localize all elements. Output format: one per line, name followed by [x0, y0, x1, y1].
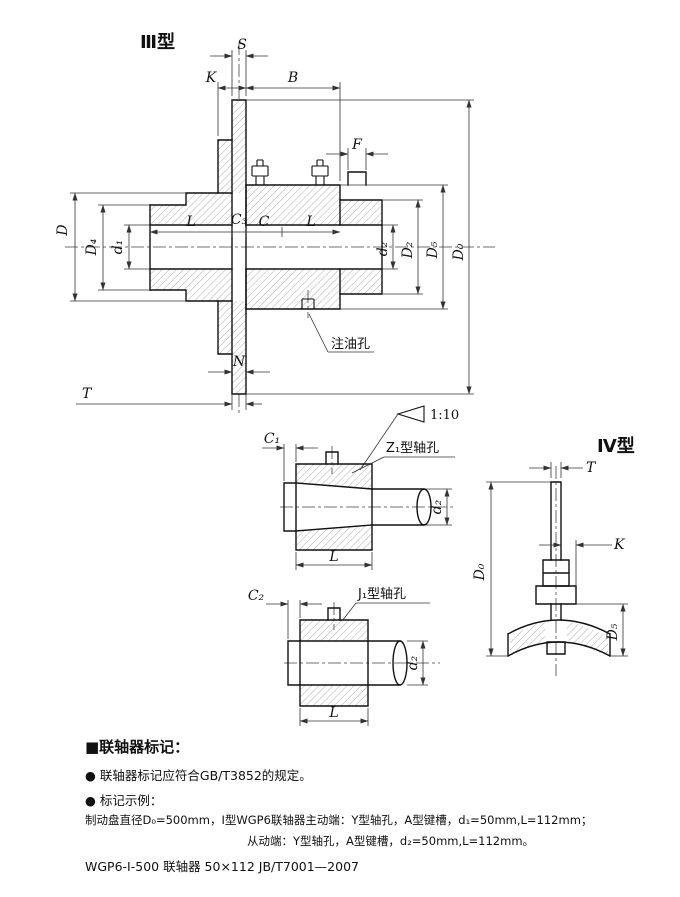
- j1-outline: [287, 607, 408, 707]
- dim-label-l-left: L: [185, 214, 195, 230]
- dim-label-d2-z1: d₂: [429, 499, 445, 514]
- dim-label-c3: C₃: [231, 212, 248, 228]
- dim-label-t-iv: T: [586, 460, 597, 476]
- view-type4: Ⅳ型 T K D₀ D₅: [472, 435, 635, 676]
- type4-dimensions: [486, 462, 628, 657]
- z1-view-label: Z₁型轴孔: [386, 441, 439, 456]
- dim-label-k: K: [205, 70, 218, 86]
- dim-label-d2-main: d₂: [375, 241, 391, 256]
- view-type3: Ⅲ型 S K B F D D₄ d₁ L C₃ C L d₂ D₂ D₅ D₀ …: [55, 31, 495, 415]
- dim-label-d5-main: D₅: [425, 241, 441, 259]
- z1-hatching: [296, 464, 372, 550]
- dim-label-l-j1: L: [328, 705, 338, 721]
- j1-dimensions: [266, 600, 430, 726]
- notes-example-bullet: ● 标记示例：: [85, 793, 163, 808]
- notes-standard-bullet: ● 联轴器标记应符合GB/T3852的规定。: [85, 768, 312, 783]
- type3-bolts: [251, 159, 329, 185]
- dim-label-l-right: L: [305, 214, 315, 230]
- dim-label-b: B: [287, 70, 298, 86]
- view-label-type3: Ⅲ型: [140, 31, 175, 53]
- dim-label-n: N: [232, 354, 246, 370]
- dim-label-d1: d₁: [110, 240, 126, 255]
- type3-dimensions: [70, 50, 474, 410]
- j1-hatching: [300, 620, 368, 706]
- type3-centerlines: [65, 42, 495, 415]
- dim-label-d2-j1: d₂: [405, 655, 421, 670]
- dim-label-c: C: [259, 214, 270, 230]
- taper-symbol: 1:10: [359, 405, 459, 471]
- dim-label-t-main: T: [82, 386, 93, 402]
- notes-example-line1: 制动盘直径D₀=500mm，Ⅰ型WGP6联轴器主动端：Y型轴孔，A型键槽，d₁=…: [85, 813, 593, 827]
- taper-ratio-label: 1:10: [430, 408, 459, 423]
- type4-outline: [507, 481, 611, 657]
- dim-label-l-z1: L: [328, 549, 338, 565]
- type3-outline: [149, 99, 383, 395]
- dim-label-d5-iv: D₅: [605, 623, 621, 641]
- dim-label-c2: C₂: [248, 588, 265, 604]
- oil-hole: [301, 298, 315, 309]
- dim-label-c1: C₁: [264, 431, 280, 447]
- type4-hatching: [510, 620, 608, 656]
- dim-label-k-iv: K: [613, 537, 626, 553]
- view-z1: C₁ Z₁型轴孔 L d₂: [262, 431, 455, 570]
- type3-hatching: [150, 100, 382, 394]
- dim-label-d-major: D: [55, 224, 71, 236]
- oil-hole-label: 注油孔: [331, 337, 370, 352]
- technical-drawing: Ⅲ型 S K B F D D₄ d₁ L C₃ C L d₂ D₂ D₅ D₀ …: [55, 31, 635, 726]
- notes-heading: ■联轴器标记：: [85, 738, 190, 756]
- view-label-type4: Ⅳ型: [597, 435, 635, 457]
- j1-view-label: J₁型轴孔: [357, 587, 406, 602]
- coupling-designation: WGP6-Ⅰ-500 联轴器 50×112 JB/T7001—2007: [85, 859, 359, 874]
- dim-label-s: S: [237, 37, 247, 53]
- z1-outline: [283, 451, 432, 551]
- oil-hole-leader: [308, 313, 374, 353]
- z1-dimensions: [262, 444, 455, 570]
- dim-label-d4: D₄: [84, 238, 100, 256]
- dim-label-d0-iv: D₀: [472, 563, 488, 581]
- dim-label-f: F: [351, 137, 363, 153]
- notes-example-line2: 从动端：Y型轴孔，A型键槽，d₂=50mm,L=112mm。: [247, 834, 535, 848]
- dim-label-d2-cap: D₂: [400, 241, 416, 259]
- dim-label-d0-main: D₀: [451, 243, 467, 261]
- view-j1: C₂ J₁型轴孔 L d₂: [248, 587, 440, 726]
